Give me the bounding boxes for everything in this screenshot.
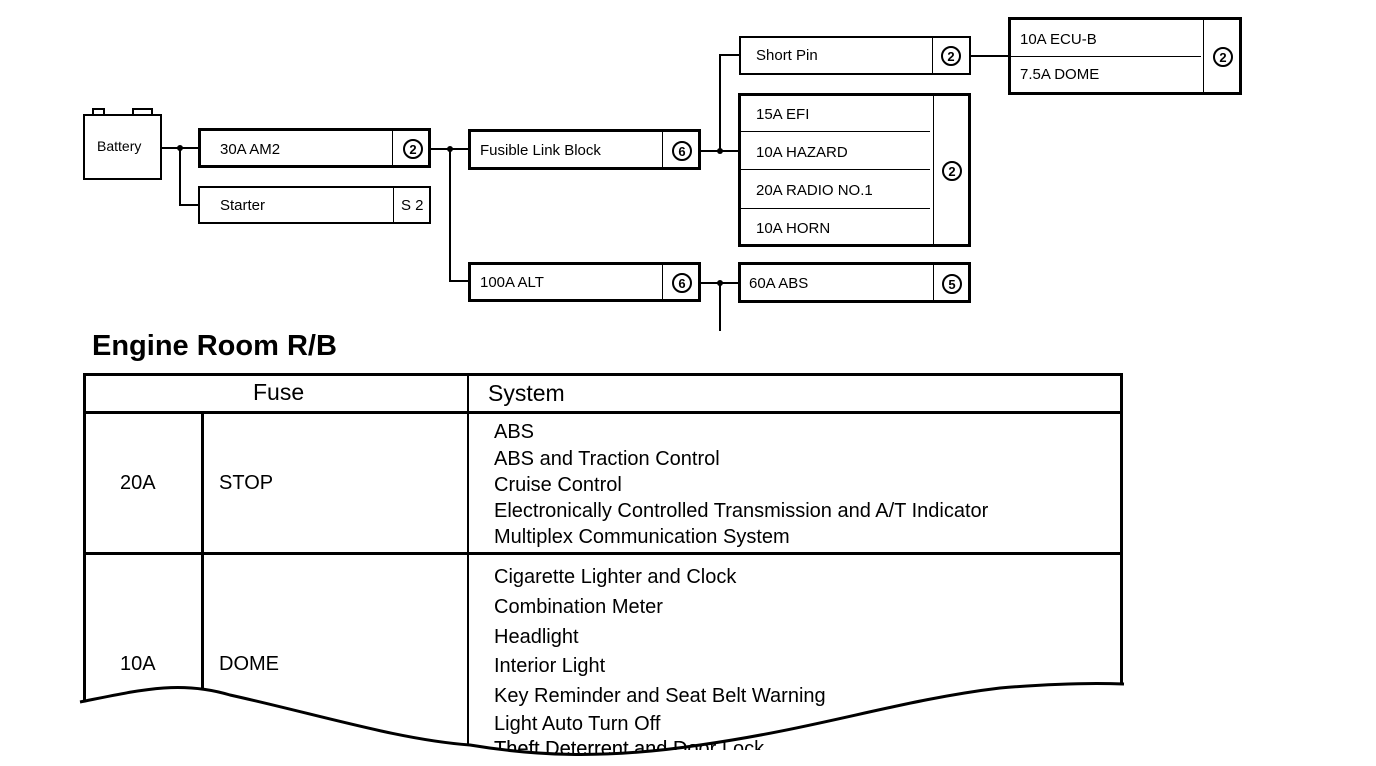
circled-number-marker: 2 [941,46,961,66]
table-row-divider [83,552,1123,555]
system-item: Light Auto Turn Off [494,713,661,735]
system-item: Key Reminder and Seat Belt Warning [494,685,826,707]
circled-number-marker: 2 [403,139,423,159]
fuse-label: 15A EFI [756,106,810,123]
table-border [1120,373,1123,691]
circled-number-marker: 5 [942,274,962,294]
fuse-amp: 10A [120,653,156,675]
divider [741,131,930,132]
wire [179,204,199,206]
circled-number-marker: 2 [942,161,962,181]
table-border [83,373,86,703]
wire [179,148,181,206]
block-label: Starter [220,197,266,214]
fuse-name: STOP [219,472,274,494]
divider [392,131,393,165]
divider [393,188,394,222]
wire [719,54,740,56]
circled-number-marker: 6 [672,141,692,161]
fuse-group-ecu: 10A ECU-B 7.5A DOME 2 [1008,17,1242,95]
fuse-label: 20A RADIO NO.1 [756,182,873,199]
circled-number-marker: 6 [672,273,692,293]
wire [971,55,1010,57]
block-label: 100A ALT [480,274,544,291]
table-column-divider [201,411,204,691]
block-short-pin: Short Pin 2 [739,36,971,75]
system-item: Cigarette Lighter and Clock [494,566,737,588]
fuse-name: DOME [219,653,279,675]
system-item: Multiplex Communication System [494,526,790,548]
fuse-label: 10A HORN [756,220,831,237]
block-label: Fusible Link Block [480,142,601,159]
battery-terminal-icon [92,108,105,116]
block-starter: Starter S 2 [198,186,431,224]
battery-terminal-icon [132,108,153,116]
system-item-partial: Theft Deterrent and Door Lock [494,738,765,750]
block-label: 30A AM2 [220,141,281,158]
circled-number-marker: 2 [1213,47,1233,67]
block-fusible-link: Fusible Link Block 6 [468,129,701,170]
system-item: ABS and Traction Control [494,448,720,470]
wire [449,280,469,282]
system-item: Electronically Controlled Transmission a… [494,500,989,522]
cut-system-item: Theft Deterrent and Door Lock [494,738,794,750]
wire [449,149,451,282]
divider [932,38,933,73]
divider [933,96,934,244]
system-item: Combination Meter [494,596,663,618]
table-column-divider [467,373,469,763]
divider [933,265,934,300]
battery-box: Battery [83,114,162,180]
header-system: System [488,380,565,406]
fuse-label: 10A ECU-B [1020,31,1097,48]
divider [662,132,663,167]
divider [741,169,930,170]
section-title: Engine Room R/B [92,330,337,362]
divider [1011,56,1201,57]
wire [719,283,721,331]
system-item: ABS [494,421,535,443]
block-label: Short Pin [756,47,818,64]
divider [662,265,663,299]
fuse-label: 10A HAZARD [756,144,848,161]
block-label: 60A ABS [749,275,809,292]
block-abs: 60A ABS 5 [738,262,971,303]
fuse-amp: 20A [120,472,156,494]
header-fuse: Fuse [253,379,305,405]
system-item: Cruise Control [494,474,622,496]
fuse-group-main: 15A EFI 10A HAZARD 20A RADIO NO.1 10A HO… [738,93,971,247]
block-alt: 100A ALT 6 [468,262,701,302]
table-border [83,373,1123,376]
battery-label: Battery [97,138,142,154]
fuse-label: 7.5A DOME [1020,66,1100,83]
divider [1203,20,1204,92]
system-item: Headlight [494,626,579,648]
fuse-block-am2: 30A AM2 2 [198,128,431,168]
block-marker: S 2 [401,197,424,214]
table-header-divider [83,411,1123,414]
wire [719,54,721,151]
divider [741,208,930,209]
system-item: Interior Light [494,655,606,677]
junction-dot [717,148,723,154]
